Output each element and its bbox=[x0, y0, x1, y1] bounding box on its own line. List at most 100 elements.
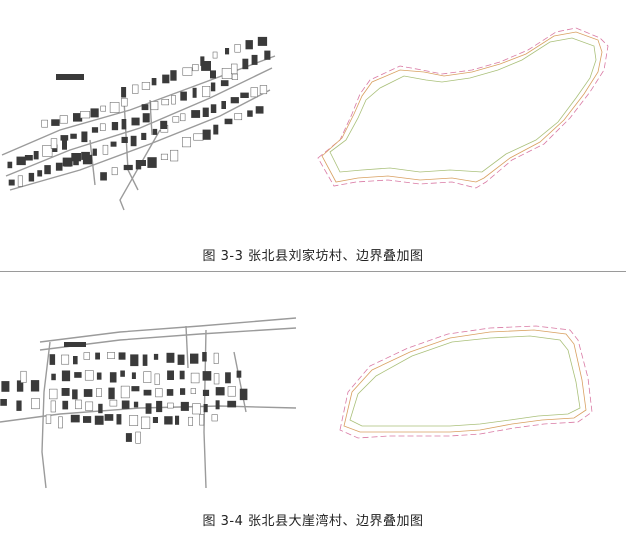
road-line bbox=[39, 317, 297, 343]
boundary-line-orange bbox=[343, 329, 587, 433]
building bbox=[221, 68, 233, 79]
building bbox=[94, 415, 104, 425]
building bbox=[56, 74, 84, 80]
building bbox=[109, 399, 118, 407]
road-line bbox=[185, 325, 189, 369]
building bbox=[109, 372, 117, 383]
building bbox=[191, 110, 201, 118]
building bbox=[143, 389, 152, 396]
building bbox=[28, 172, 35, 182]
building bbox=[50, 138, 58, 149]
building bbox=[108, 387, 115, 400]
building bbox=[155, 388, 163, 398]
building bbox=[190, 353, 199, 364]
building bbox=[100, 105, 106, 112]
building bbox=[100, 172, 107, 181]
building bbox=[59, 115, 68, 124]
building bbox=[210, 70, 216, 79]
building bbox=[81, 151, 90, 160]
building bbox=[152, 417, 158, 423]
building bbox=[177, 354, 185, 365]
building bbox=[49, 388, 58, 400]
building bbox=[143, 371, 152, 383]
building bbox=[121, 119, 127, 130]
road-line bbox=[149, 99, 153, 136]
building bbox=[188, 416, 193, 426]
building bbox=[17, 175, 23, 187]
building bbox=[172, 116, 180, 123]
building bbox=[62, 138, 67, 150]
building bbox=[141, 104, 149, 111]
building bbox=[171, 95, 176, 105]
building bbox=[257, 36, 268, 46]
building bbox=[166, 389, 174, 396]
building bbox=[179, 370, 185, 380]
building bbox=[1, 381, 10, 392]
building bbox=[259, 85, 268, 95]
building bbox=[255, 106, 264, 114]
building bbox=[142, 113, 150, 123]
building bbox=[145, 403, 152, 414]
building bbox=[121, 87, 127, 98]
building bbox=[61, 388, 70, 396]
building bbox=[225, 48, 230, 55]
building bbox=[131, 386, 140, 392]
road-line bbox=[5, 67, 273, 177]
building bbox=[83, 389, 93, 397]
building bbox=[31, 398, 40, 410]
building bbox=[215, 400, 220, 410]
boundary-line-green bbox=[329, 37, 597, 173]
building bbox=[70, 414, 80, 423]
building bbox=[147, 157, 157, 168]
building bbox=[64, 342, 86, 347]
building bbox=[62, 400, 69, 410]
building bbox=[73, 113, 83, 122]
building bbox=[133, 401, 139, 408]
building bbox=[51, 373, 56, 381]
building bbox=[240, 92, 249, 98]
building bbox=[247, 110, 253, 117]
building bbox=[71, 153, 82, 162]
building bbox=[95, 352, 100, 360]
building bbox=[120, 370, 125, 377]
building bbox=[50, 400, 56, 413]
building bbox=[73, 356, 78, 365]
building bbox=[58, 416, 63, 429]
building bbox=[192, 87, 197, 98]
building bbox=[200, 56, 205, 66]
building bbox=[130, 135, 137, 147]
building bbox=[192, 64, 199, 72]
building bbox=[225, 372, 231, 384]
building bbox=[83, 416, 92, 423]
figure-divider bbox=[0, 271, 626, 272]
building bbox=[96, 372, 102, 380]
building bbox=[111, 122, 119, 131]
building bbox=[130, 354, 139, 367]
building bbox=[30, 380, 40, 392]
building bbox=[231, 73, 238, 80]
building bbox=[141, 82, 151, 90]
building bbox=[153, 353, 159, 360]
building bbox=[83, 352, 90, 360]
building bbox=[227, 386, 236, 397]
building bbox=[96, 388, 102, 397]
building bbox=[37, 170, 43, 177]
building bbox=[45, 414, 52, 424]
building bbox=[180, 401, 189, 411]
building bbox=[123, 164, 133, 171]
building bbox=[164, 416, 173, 425]
building bbox=[239, 388, 248, 401]
building bbox=[7, 161, 13, 169]
boundary-line-green bbox=[349, 335, 581, 427]
building bbox=[234, 44, 241, 53]
building bbox=[142, 354, 148, 366]
building bbox=[80, 111, 91, 119]
building bbox=[202, 129, 211, 140]
building bbox=[92, 148, 97, 156]
building bbox=[81, 131, 88, 143]
village-map-dayawan bbox=[0, 317, 297, 489]
building bbox=[162, 74, 170, 84]
building bbox=[109, 102, 120, 113]
building bbox=[245, 40, 253, 50]
building bbox=[120, 385, 130, 399]
